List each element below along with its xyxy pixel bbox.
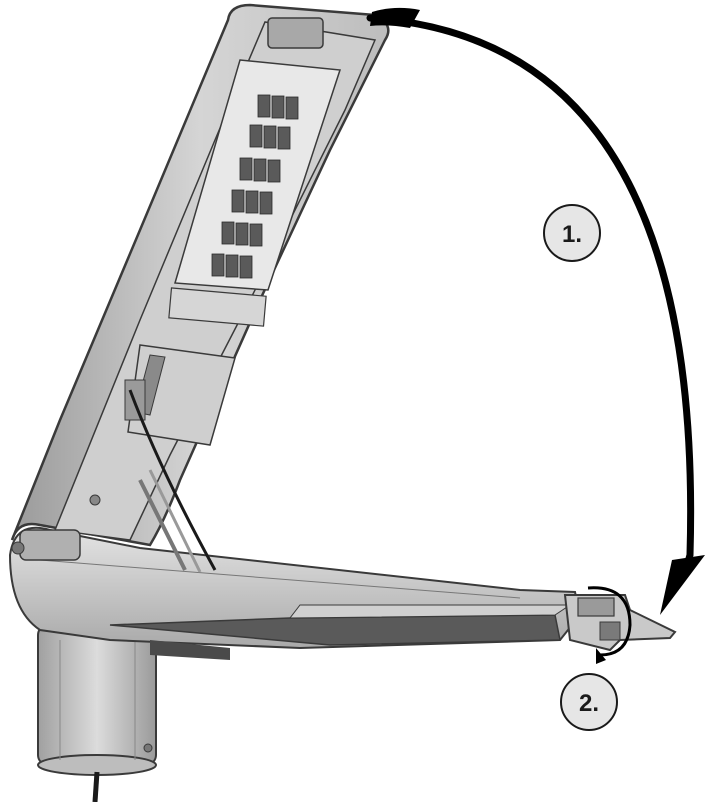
- led-module-board: [168, 59, 342, 327]
- step-2-arrow: [587, 586, 632, 664]
- step-2-label: 2.: [579, 690, 599, 717]
- latch-clip: [563, 594, 677, 652]
- lower-housing-arm: [8, 526, 582, 660]
- power-cable: [92, 771, 100, 802]
- step-2-callout: 2.: [560, 673, 618, 731]
- internal-wiring: [128, 389, 217, 573]
- driver-unit: [124, 344, 236, 446]
- step-1-arrow: [366, 7, 705, 615]
- large-curved-arrow-icon: [366, 14, 695, 566]
- step-1-callout: 1.: [543, 204, 601, 262]
- step-1-label: 1.: [562, 221, 582, 248]
- pole-mount: [37, 624, 157, 776]
- small-rotate-arrow-icon: [587, 586, 632, 657]
